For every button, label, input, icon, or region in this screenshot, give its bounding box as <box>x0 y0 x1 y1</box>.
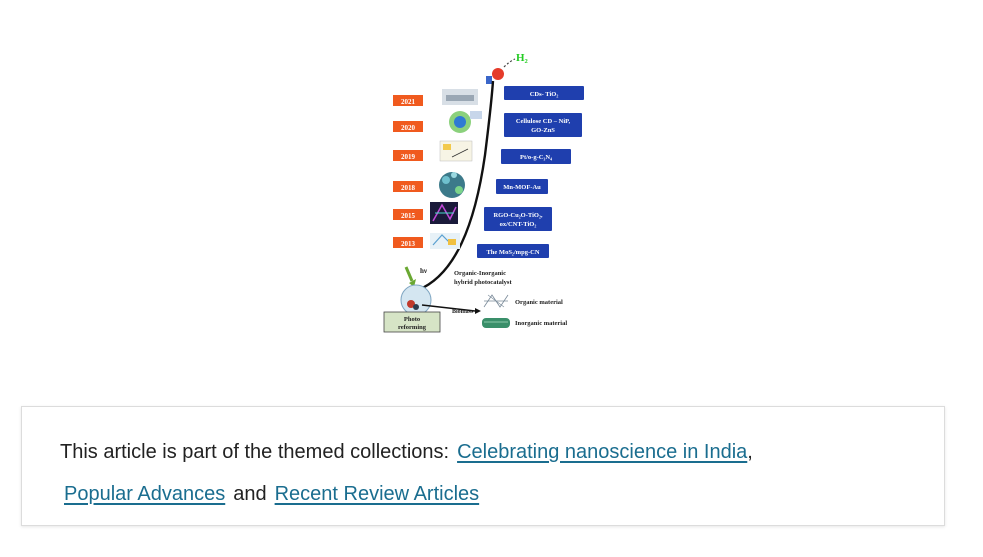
hybrid-label-line2: hybrid photocatalyst <box>454 279 512 286</box>
material-box-1: CDs- TiO₂ <box>504 86 584 100</box>
material-box-5: RGO-Cu₂O-TiO₂, ox/CNT-TiO₂ <box>484 207 552 231</box>
h2-label: H₂ <box>516 52 529 64</box>
h2-path <box>503 58 516 68</box>
light-arrow-icon <box>404 266 416 287</box>
thumbnail-2020-icon <box>449 111 482 133</box>
year-box-2020: 2020 <box>393 121 423 132</box>
graphical-abstract-figure: H₂ 2021 2020 2019 2018 2015 <box>380 45 590 335</box>
year-box-2015: 2015 <box>393 209 423 220</box>
red-bulb-icon <box>492 68 504 80</box>
svg-text:GO-ZnS: GO-ZnS <box>531 127 555 134</box>
svg-text:2021: 2021 <box>401 98 416 106</box>
svg-text:2020: 2020 <box>401 124 416 132</box>
svg-text:The MoS₂/mpg-CN: The MoS₂/mpg-CN <box>486 249 539 256</box>
organic-material-label: Organic material <box>515 299 563 306</box>
svg-text:ox/CNT-TiO₂: ox/CNT-TiO₂ <box>500 221 537 228</box>
svg-text:Photo: Photo <box>404 316 420 323</box>
thumbnail-2021-icon <box>442 89 478 105</box>
material-box-6: The MoS₂/mpg-CN <box>477 244 549 258</box>
year-box-2019: 2019 <box>393 150 423 161</box>
photo-reforming-box: Photo reforming <box>383 311 441 333</box>
collection-link-popular-advances[interactable]: Popular Advances <box>64 483 226 505</box>
collection-link-recent-review-articles[interactable]: Recent Review Articles <box>274 483 480 505</box>
year-box-2018: 2018 <box>393 181 423 192</box>
svg-text:Mn-MOF-Au: Mn-MOF-Au <box>503 184 541 191</box>
collections-and-text: and <box>233 483 267 505</box>
material-box-4: Mn-MOF-Au <box>496 179 548 194</box>
svg-text:Cellulose CD – NiP,: Cellulose CD – NiP, <box>516 118 571 125</box>
svg-text:2018: 2018 <box>401 184 416 192</box>
hybrid-label-line1: Organic-Inorganic <box>454 270 506 277</box>
svg-text:2013: 2013 <box>401 240 416 248</box>
material-box-2: Cellulose CD – NiP, GO-ZnS <box>504 113 582 137</box>
year-box-2021: 2021 <box>393 95 423 106</box>
bulb-cap-icon <box>486 76 492 84</box>
svg-text:CDs- TiO₂: CDs- TiO₂ <box>530 91 559 98</box>
thumbnail-2015-icon <box>430 202 458 224</box>
inorganic-material-icon <box>482 318 510 328</box>
year-box-2013: 2013 <box>393 237 423 248</box>
collections-intro-text: This article is part of the themed colle… <box>60 441 450 463</box>
thumbnail-2019-icon <box>439 140 473 162</box>
photocatalyst-timeline-svg: H₂ 2021 2020 2019 2018 2015 <box>383 52 584 333</box>
svg-text:2015: 2015 <box>401 212 416 220</box>
biomass-arrow <box>421 304 476 312</box>
thumbnail-2013-icon <box>430 233 460 249</box>
photoreactor-icon <box>400 284 432 316</box>
inorganic-material-label: Inorganic material <box>515 320 567 327</box>
biomass-label: Biomass <box>452 309 474 315</box>
svg-text:2019: 2019 <box>401 153 416 161</box>
organic-material-icon <box>483 294 509 308</box>
collection-link-nanoscience-india[interactable]: Celebrating nanoscience in India <box>457 441 748 463</box>
hv-label: hν <box>420 267 428 275</box>
material-box-3: Pt/o-g-C₃N₄ <box>501 149 571 164</box>
svg-text:RGO-Cu₂O-TiO₂,: RGO-Cu₂O-TiO₂, <box>493 212 542 219</box>
svg-text:Pt/o-g-C₃N₄: Pt/o-g-C₃N₄ <box>520 154 552 161</box>
collections-comma: , <box>747 441 753 463</box>
themed-collections-box: This article is part of the themed colle… <box>21 406 945 526</box>
thumbnail-2018-icon <box>439 172 465 198</box>
biomass-arrow-head <box>475 308 481 314</box>
timeline-curve <box>417 80 495 292</box>
svg-text:reforming: reforming <box>398 324 427 331</box>
